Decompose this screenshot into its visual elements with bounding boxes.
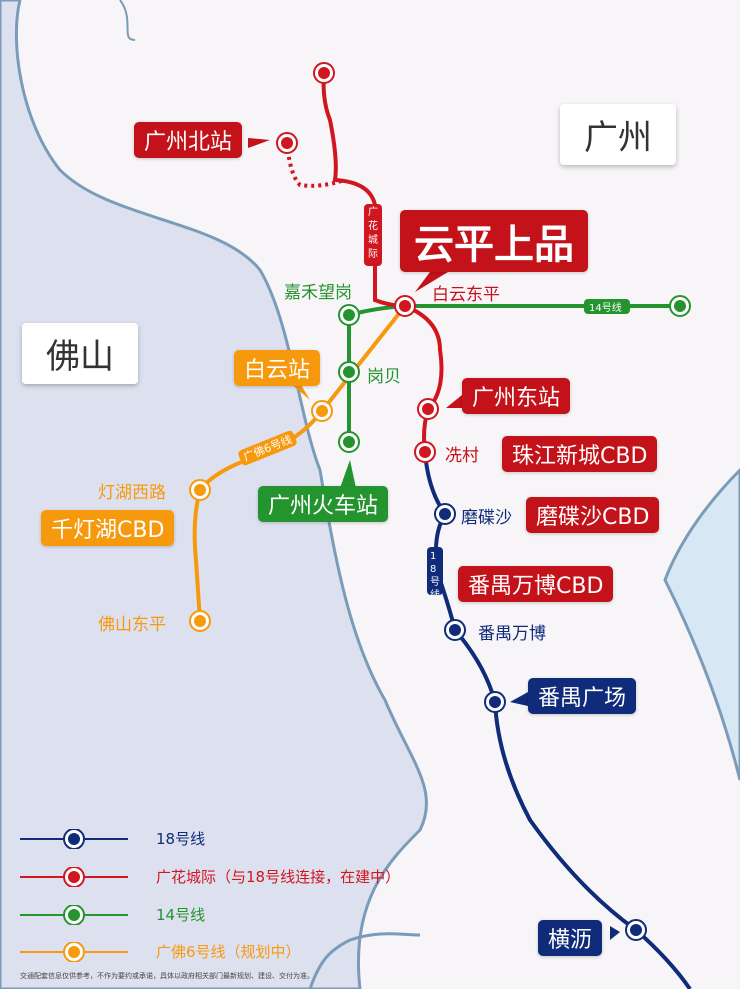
callout-qdh: 千灯湖CBD: [41, 510, 175, 546]
pointer: [446, 395, 462, 408]
station-label-xiancun: 冼村: [445, 446, 479, 466]
legend-label: 14号线: [156, 906, 206, 924]
station-label-bydp: 白云东平: [432, 285, 500, 305]
legend-swatch: [20, 904, 128, 925]
station-marker-core: [439, 508, 451, 520]
pointer: [290, 383, 310, 400]
station-marker-core: [343, 309, 355, 321]
boundary-bottom: [308, 932, 421, 989]
foshan-region: [0, 0, 429, 989]
legend-swatch: [20, 828, 128, 849]
line-ghcj-planned: [285, 142, 346, 188]
legend-swatch: [20, 866, 128, 887]
station-marker-core: [194, 484, 206, 496]
station-marker-core: [449, 624, 461, 636]
line-tag-18-label: 18号线: [430, 551, 440, 601]
legend-item: 18号线: [20, 828, 205, 849]
station-marker-core: [194, 615, 206, 627]
line-tag-ghcj: [364, 204, 382, 266]
station-label-denghu: 灯湖西路: [98, 483, 166, 503]
city-label-guangzhou: 广州: [560, 104, 676, 165]
station-marker-core: [419, 446, 431, 458]
line-tag-ghcj-label: 广花城际: [368, 207, 378, 260]
station-marker-core: [281, 137, 293, 149]
legend-label: 18号线: [156, 830, 206, 848]
callout-mds: 磨碟沙CBD: [526, 497, 660, 533]
pointer: [510, 692, 528, 706]
river-right: [663, 467, 740, 781]
line-tag-14-label: 14号线: [589, 303, 622, 314]
station-marker-core: [343, 436, 355, 448]
city-label-foshan: 佛山: [22, 323, 138, 384]
callout-zjxc: 珠江新城CBD: [502, 436, 658, 472]
line-tag-14-bg: [584, 299, 630, 314]
station-marker-core: [318, 67, 330, 79]
station-label-panyuwanbo: 番禺万博: [478, 624, 546, 644]
callout-hengli: 横沥: [538, 920, 603, 956]
station-marker-core: [343, 366, 355, 378]
callout-pygc: 番禺广场: [528, 678, 637, 714]
station-marker-core: [489, 696, 501, 708]
station-marker-core: [68, 870, 80, 883]
station-label-gangbei: 岗贝: [367, 367, 401, 387]
pointer: [610, 926, 620, 940]
station-marker-core: [68, 832, 80, 845]
legend-swatch: [20, 941, 128, 962]
station-marker-core: [316, 405, 328, 417]
callout-gz-rail: 广州火车站: [258, 486, 389, 522]
pointer: [415, 272, 448, 292]
legend-item: 14号线: [20, 904, 205, 925]
station-marker-core: [68, 908, 80, 921]
footnote: 交通配套信息仅供参考，不作为要约或承诺，具体以政府相关部门最新规划、建设、交付为…: [20, 972, 314, 980]
pointer: [248, 138, 270, 148]
pointer: [340, 460, 356, 488]
line-gf6: [192, 304, 407, 622]
boundary-top: [119, 0, 136, 41]
legend-item: 广佛6号线（规划中）: [20, 941, 301, 962]
legend-label: 广佛6号线（规划中）: [156, 943, 301, 961]
line-tag-18-bg: [427, 547, 443, 595]
station-marker-core: [68, 945, 80, 958]
legend-label: 广花城际（与18号线连接，在建中）: [156, 868, 401, 886]
callout-pywb: 番禺万博CBD: [458, 566, 614, 602]
callout-gz-north: 广州北站: [134, 122, 243, 158]
callout-gz-east: 广州东站: [462, 378, 571, 414]
station-label-fsdp: 佛山东平: [98, 615, 166, 635]
station-label-jhwg: 嘉禾望岗: [284, 283, 352, 303]
station-marker-core: [399, 300, 411, 312]
station-label-modiesha: 磨碟沙: [461, 508, 512, 528]
project-label: 云平上品: [400, 210, 588, 272]
station-marker-core: [630, 924, 642, 936]
callout-baiyun: 白云站: [234, 350, 321, 386]
legend-item: 广花城际（与18号线连接，在建中）: [20, 866, 400, 887]
station-marker-core: [674, 300, 686, 312]
station-marker-core: [422, 403, 434, 415]
